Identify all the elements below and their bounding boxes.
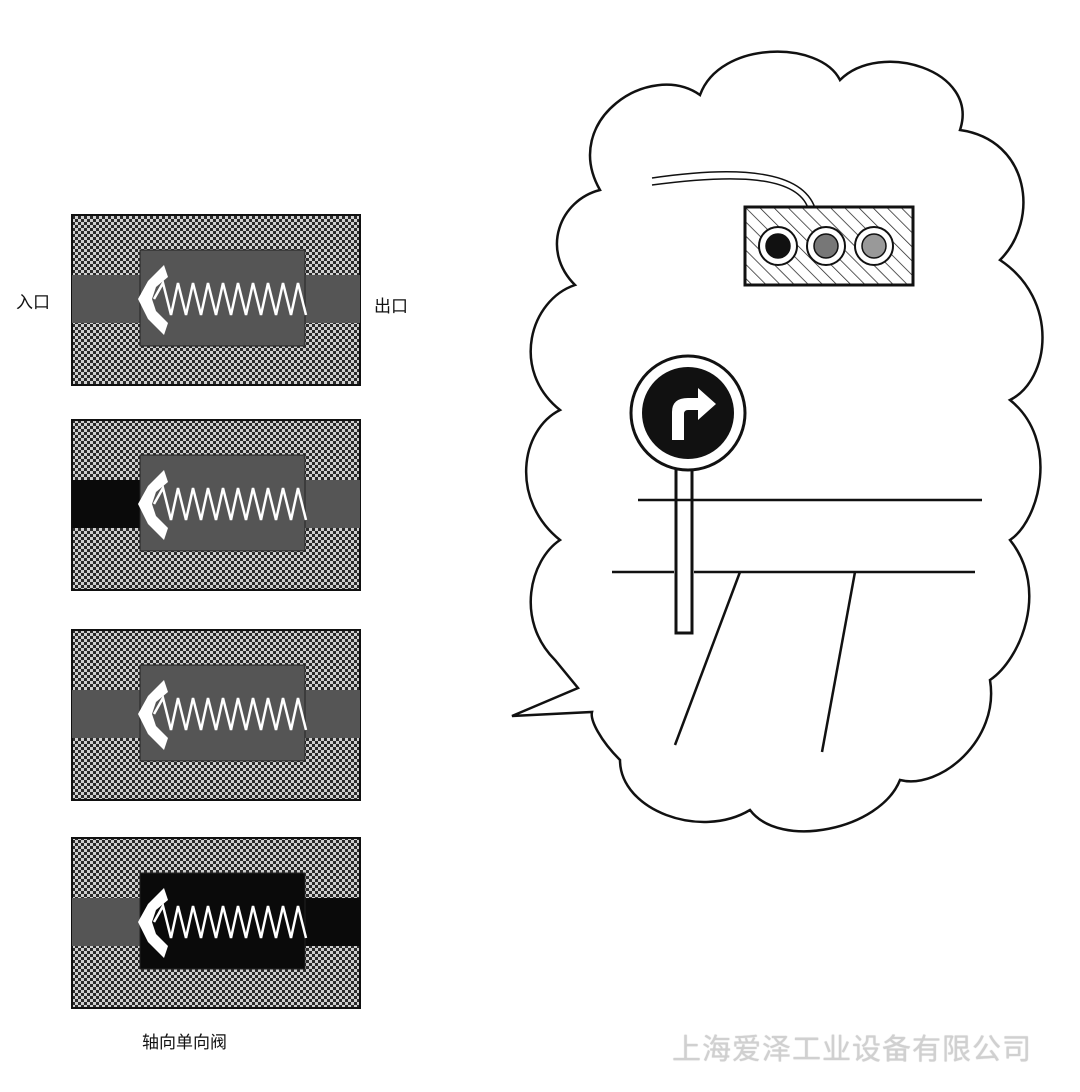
inlet-channel: [72, 898, 142, 946]
check-valve: [71, 629, 361, 801]
inlet-label: 入口: [16, 293, 50, 313]
spring-icon: [152, 694, 308, 731]
check-valve: [71, 837, 361, 1009]
lamp: [813, 233, 839, 259]
inlet-channel: [72, 480, 142, 528]
check-valve: [71, 419, 361, 591]
inlet-channel: [72, 275, 142, 323]
check-valve: [71, 214, 361, 386]
outlet-label: 出口: [374, 297, 408, 317]
traffic-light-icon: [743, 205, 915, 287]
outlet-channel: [304, 480, 360, 528]
valve-chamber: [139, 872, 306, 970]
outlet-channel: [304, 275, 360, 323]
lamp: [861, 233, 887, 259]
outlet-channel: [304, 690, 360, 738]
spring-icon: [152, 279, 308, 316]
road-icon: [612, 498, 982, 753]
valve-disc: [138, 680, 168, 750]
thought-bubble: [511, 50, 1044, 833]
lamp: [765, 233, 791, 259]
caption: 轴向单向阀: [142, 1033, 227, 1053]
watermark: 上海爱泽工业设备有限公司: [672, 1032, 1033, 1066]
outlet-channel: [304, 898, 360, 946]
valve-disc: [138, 888, 168, 958]
turn-right-sign-icon: [629, 354, 747, 635]
wire-icon: [651, 170, 816, 209]
spring-icon: [152, 902, 308, 939]
spring-icon: [152, 484, 308, 521]
valve-disc: [138, 470, 168, 540]
inlet-channel: [72, 690, 142, 738]
valve-disc: [138, 265, 168, 335]
